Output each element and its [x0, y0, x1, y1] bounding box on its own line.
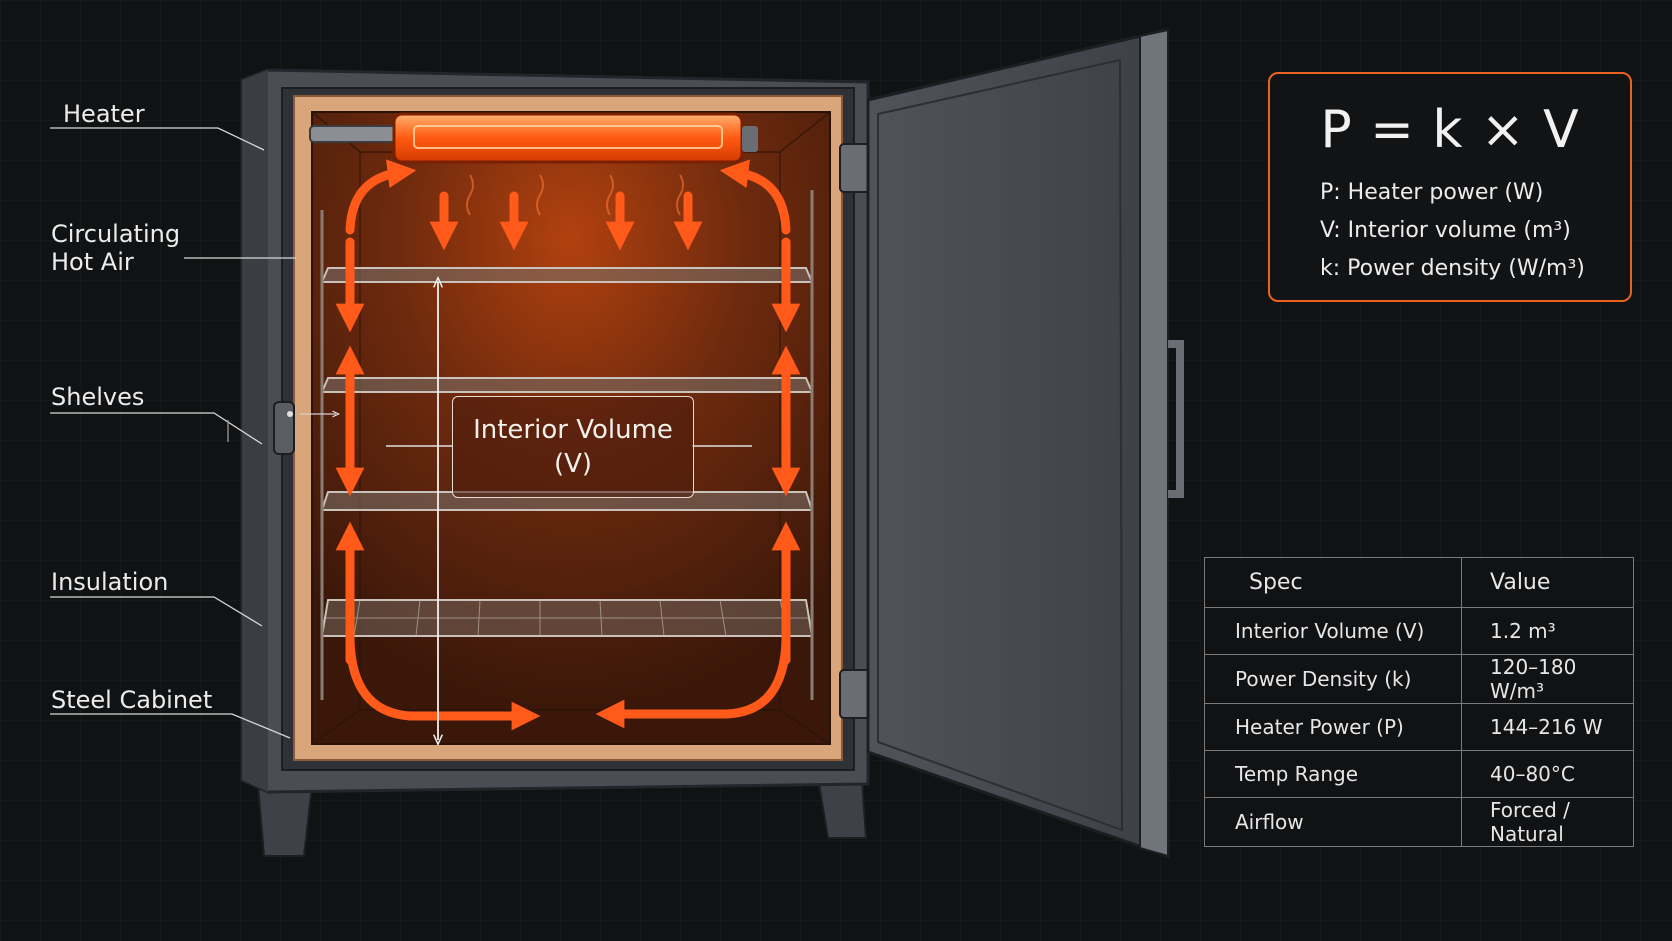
spec-value: 1.2 m³: [1461, 607, 1634, 655]
volume-dimension-arrow: [386, 282, 752, 740]
spec-name: Airflow: [1204, 797, 1462, 847]
spec-table: Spec Value Interior Volume (V) 1.2 m³ Po…: [1204, 557, 1634, 847]
callout-insulation: Insulation: [51, 568, 169, 596]
column-header-value: Value: [1461, 557, 1634, 608]
table-row: Airflow Forced / Natural: [1204, 797, 1634, 847]
table-row: Heater Power (P) 144–216 W: [1204, 703, 1634, 751]
spec-value: Forced / Natural: [1461, 797, 1634, 847]
spec-name: Power Density (k): [1204, 654, 1462, 704]
formula-legend-line: P: Heater power (W): [1320, 180, 1544, 205]
open-door: [866, 28, 1184, 859]
column-header-spec: Spec: [1204, 557, 1462, 608]
spec-value: 40–80°C: [1461, 750, 1634, 798]
formula-panel: P = k × V P: Heater power (W) V: Interio…: [1268, 72, 1632, 302]
spec-value: 144–216 W: [1461, 703, 1634, 751]
spec-name: Interior Volume (V): [1204, 607, 1462, 655]
formula-legend-line: V: Interior volume (m³): [1320, 218, 1571, 243]
callout-leader-lines: [50, 127, 296, 739]
spec-value: 120–180 W/m³: [1461, 654, 1634, 704]
table-row: Power Density (k) 120–180 W/m³: [1204, 654, 1634, 704]
airflow-arrows: [335, 159, 801, 731]
spec-name: Heater Power (P): [1204, 703, 1462, 751]
formula-legend: P: Heater power (W) V: Interior volume (…: [1320, 174, 1585, 288]
callout-heater: Heater: [63, 100, 145, 128]
door-latch: [273, 401, 336, 455]
formula-equation: P = k × V: [1320, 100, 1580, 160]
callout-steel-cabinet: Steel Cabinet: [51, 686, 213, 714]
table-row: Temp Range 40–80°C: [1204, 750, 1634, 798]
interior-volume-label: Interior Volume (V): [473, 415, 673, 479]
table-header-row: Spec Value: [1204, 557, 1634, 608]
formula-legend-line: k: Power density (W/m³): [1320, 256, 1585, 281]
table-row: Interior Volume (V) 1.2 m³: [1204, 607, 1634, 655]
heat-waves: [466, 174, 684, 216]
callout-circulating-hot-air: Circulating Hot Air: [51, 220, 181, 276]
interior-volume-label-box: Interior Volume (V): [452, 396, 694, 498]
callout-shelves: Shelves: [51, 383, 145, 411]
heater-element: [309, 112, 758, 164]
spec-name: Temp Range: [1204, 750, 1462, 798]
